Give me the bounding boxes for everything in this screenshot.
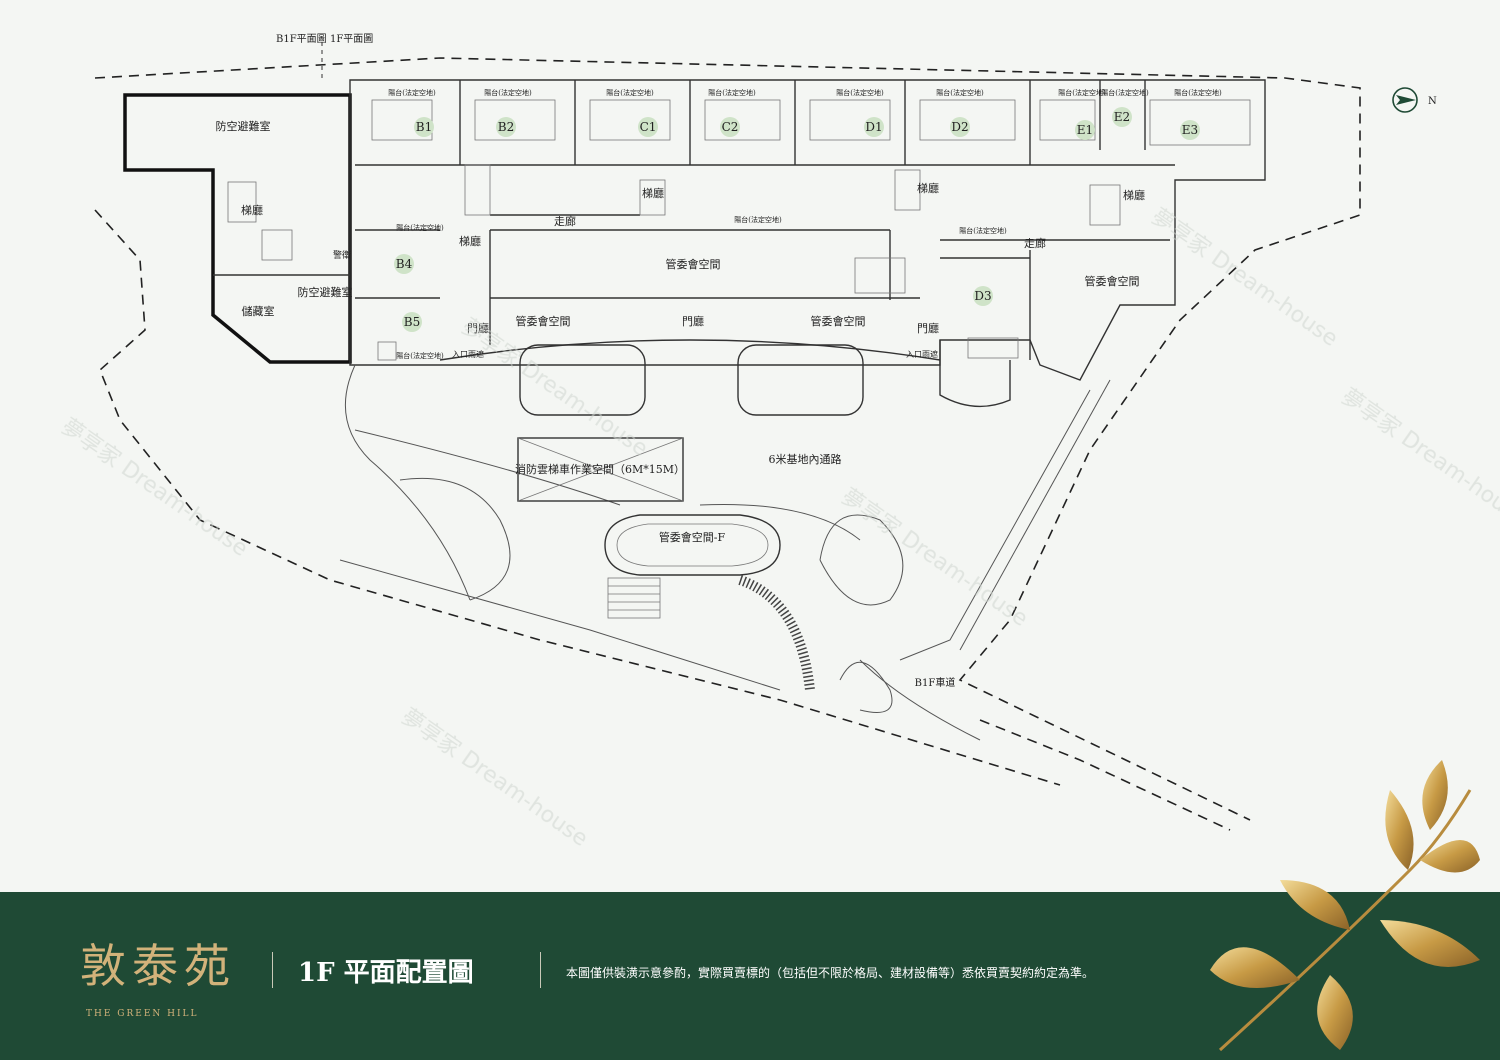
plaza-left [519,344,646,416]
corridor-label: 走廊 [1024,236,1046,250]
watermark-text: 夢享家 Dream-house [397,704,593,851]
disclaimer-text: 本圖僅供裝潢示意參酌，實際買賣標的（包括但不限於格局、建材設備等）悉依買賣契約約… [566,966,1095,980]
unit-label-d2: D2 [951,120,968,134]
unit-label-b4: B4 [396,257,413,271]
stair-hall-label: 梯廳 [1123,188,1145,202]
unit-label-b2: B2 [498,120,514,134]
watermark-text: 夢享家 Dream-house [1147,204,1343,351]
entrance-canopy-label: 入口雨遮 [906,349,938,359]
stairs [607,575,815,691]
unit-label-b1: B1 [416,120,432,134]
stair-hall-label: 梯廳 [917,181,939,195]
b1f-plan-label: B1F平面圖 [276,33,327,45]
gold-leaf-decoration [1210,760,1480,1052]
unit-walls [213,80,1175,360]
watermark-text: 夢享家 Dream-house [457,314,653,461]
entrance-canopy-label: 入口雨遮 [452,349,484,359]
site-boundary-left [94,209,1061,786]
1f-plan-label: 1F平面圖 [330,33,373,45]
committee-space-label: 管委會空間 [516,314,571,328]
balcony-label: 陽台(法定空地) [936,88,984,97]
unit-label-d1: D1 [865,120,882,134]
stair-hall-label: 梯廳 [642,186,664,200]
divider [540,952,541,988]
watermark-text: 夢享家 Dream-house [57,414,253,561]
floor-split-labels: B1F平面圖 1F平面圖 [276,33,373,45]
balcony-label: 陽台(法定空地) [959,226,1007,235]
north-label: N [1428,96,1437,107]
plaza-right [737,344,864,416]
balcony-label: 陽台(法定空地) [484,88,532,97]
floor-plan: B1 B2 C1 C2 D1 D2 E1 E2 E3 B4 B5 D3 陽台(法… [57,33,1500,852]
air-raid-shelter-top-label: 防空避難室 [216,119,271,133]
balcony-label: 陽台(法定空地) [708,88,756,97]
stair-hall-label: 梯廳 [241,203,263,217]
unit-label-c2: C2 [722,120,739,134]
divider [272,952,273,988]
unit-label-e2: E2 [1114,110,1130,124]
committee-space-label: 管委會空間 [666,257,721,271]
balcony-label: 陽台(法定空地) [1058,88,1106,97]
committee-space-label: 管委會空間 [811,314,866,328]
watermark-text: 夢享家 Dream-house [837,484,1033,631]
site-boundary [94,57,1361,821]
fire-ladder-zone-label: 消防雲梯車作業空間（6M*15M） [515,462,685,476]
unit-label-c1: C1 [640,120,657,134]
internal-road-label: 6米基地內通路 [769,453,842,466]
site-roads [339,364,1111,741]
guard-label: 警衛 [333,249,351,261]
watermark-text: 夢享家 Dream-house [1337,384,1500,531]
interior-details [227,99,1251,361]
b1f-block-outline [123,93,352,364]
balcony-label: 陽台(法定空地) [1101,88,1149,97]
unit-markers [394,107,1200,332]
balcony-label: 陽台(法定空地) [396,351,444,360]
lobby-label: 門廳 [467,321,489,335]
lobby-label: 門廳 [682,314,704,328]
brand-name: 敦泰苑 [80,939,236,993]
balcony-label: 陽台(法定空地) [606,88,654,97]
balcony-label: 陽台(法定空地) [836,88,884,97]
room-labels: 防空避難室 梯廳 警衛 防空避難室 儲藏室 梯廳 梯廳 梯廳 梯廳 走廊 走廊 … [216,119,1146,689]
unit-label-b5: B5 [404,315,420,329]
lobby-label: 門廳 [917,321,939,335]
north-arrow: N [1392,87,1437,113]
committee-space-label: 管委會空間 [1085,274,1140,288]
brand-english: THE GREEN HILL [86,1009,199,1019]
stair-hall-label: 梯廳 [459,234,481,248]
site-boundary-inner [979,719,1231,831]
balcony-label: 陽台(法定空地) [734,215,782,224]
entrance-pod-d3 [939,340,1011,408]
unit-label-e1: E1 [1077,123,1093,137]
air-raid-shelter-label: 防空避難室 [298,285,353,299]
committee-pavilion [604,514,781,576]
balcony-labels: 陽台(法定空地) 陽台(法定空地) 陽台(法定空地) 陽台(法定空地) 陽台(法… [388,88,1222,360]
unit-labels: B1 B2 C1 C2 D1 D2 E1 E2 E3 B4 B5 D3 [396,110,1198,329]
floor-title: 1F 平面配置圖 [298,958,474,988]
balcony-label: 陽台(法定空地) [388,88,436,97]
storage-label: 儲藏室 [242,304,275,318]
balcony-label: 陽台(法定空地) [1174,88,1222,97]
unit-label-d3: D3 [974,289,991,303]
unit-label-e3: E3 [1182,123,1198,137]
b1f-ramp-label: B1F車道 [915,676,956,689]
corridor-label: 走廊 [554,214,576,228]
balcony-label: 陽台(法定空地) [396,223,444,232]
committee-space-f-label: 管委會空間-F [659,530,726,544]
fire-ladder-zone [517,437,684,502]
front-canopy [439,339,941,361]
